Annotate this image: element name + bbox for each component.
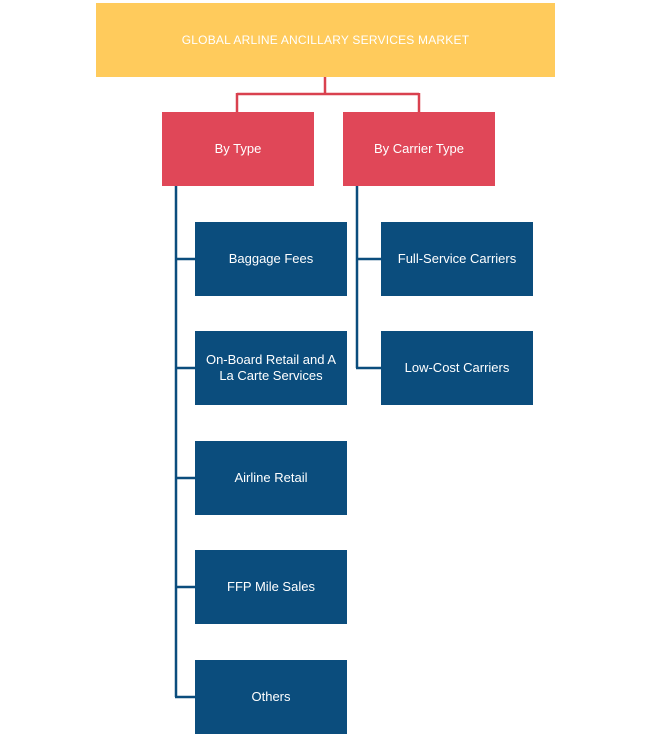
category-label-by-carrier-type: By Carrier Type bbox=[373, 140, 465, 156]
leaf-node-low-cost-carriers: Low-Cost Carriers bbox=[381, 331, 533, 405]
category-node-by-carrier-type: By Carrier Type bbox=[343, 112, 495, 186]
root-node-global-market: GLOBAL ARLINE ANCILLARY SERVICES MARKET bbox=[96, 3, 555, 77]
leaf-label: Low-Cost Carriers bbox=[404, 359, 510, 375]
leaf-node-baggage-fees: Baggage Fees bbox=[195, 222, 347, 296]
leaf-label: Others bbox=[251, 688, 291, 704]
leaf-node-ffp-mile-sales: FFP Mile Sales bbox=[195, 550, 347, 624]
leaf-label: FFP Mile Sales bbox=[227, 578, 315, 594]
leaf-label: Full-Service Carriers bbox=[397, 250, 517, 266]
leaf-node-others: Others bbox=[195, 660, 347, 734]
leaf-node-airline-retail: Airline Retail bbox=[195, 441, 347, 515]
leaf-label: Airline Retail bbox=[234, 469, 308, 485]
category-label-by-type: By Type bbox=[214, 140, 262, 156]
leaf-label: Baggage Fees bbox=[228, 250, 314, 266]
root-node-label: GLOBAL ARLINE ANCILLARY SERVICES MARKET bbox=[181, 32, 470, 47]
leaf-node-on-board-retail: On-Board Retail and A La Carte Services bbox=[195, 331, 347, 405]
category-node-by-type: By Type bbox=[162, 112, 314, 186]
leaf-node-full-service-carriers: Full-Service Carriers bbox=[381, 222, 533, 296]
leaf-label: On-Board Retail and A La Carte Services bbox=[205, 351, 337, 383]
